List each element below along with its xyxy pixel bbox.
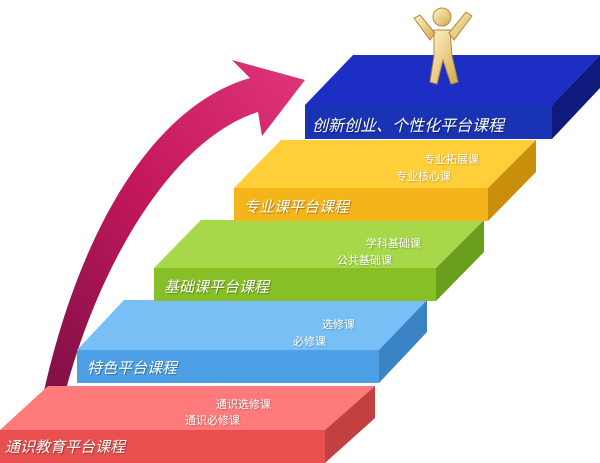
step-foundation-platform-sub-1: 学科基础课 [366, 237, 421, 250]
step-foundation-platform [154, 220, 484, 301]
step-foundation-platform-title: 基础课平台课程 [164, 278, 270, 296]
step-foundation-platform-sub-2: 公共基础课 [337, 254, 392, 267]
celebrating-person-icon [413, 7, 473, 85]
step-special-platform-title: 特色平台课程 [87, 359, 178, 377]
growth-arrow [40, 60, 305, 410]
step-general-education-title: 通识教育平台课程 [5, 438, 126, 456]
step-general-education-sub-1: 通识选修课 [216, 398, 271, 411]
step-innovation-platform-title: 创新创业、个性化平台课程 [312, 116, 505, 135]
step-general-education-sub-2: 通识必修课 [185, 414, 240, 427]
step-professional-platform-title: 专业课平台课程 [244, 198, 350, 216]
step-professional-platform-sub-2: 专业核心课 [396, 170, 451, 183]
step-professional-platform [234, 140, 536, 221]
step-general-education [0, 386, 375, 463]
step-professional-platform-sub-1: 专业拓展课 [424, 153, 479, 166]
step-special-platform-sub-2: 必修课 [293, 335, 326, 348]
step-special-platform [77, 300, 427, 383]
step-special-platform-sub-1: 选修课 [322, 318, 355, 331]
